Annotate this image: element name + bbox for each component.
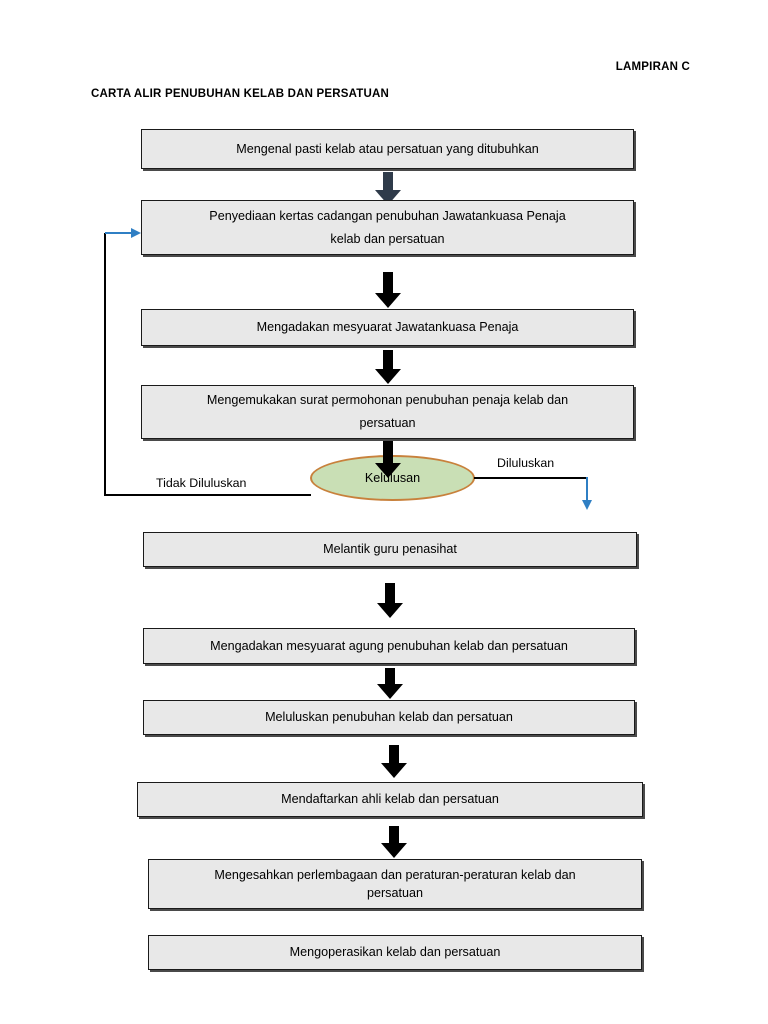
- annex-label: LAMPIRAN C: [615, 61, 690, 73]
- arrow-shaft: [383, 272, 393, 295]
- arrow-head: [375, 293, 401, 308]
- branch-label-rejected: Tidak Diluluskan: [156, 476, 247, 490]
- arrow-down-n2-n3: [375, 272, 401, 309]
- flow-node-label-line1: Mengesahkan perlembagaan dan peraturan-p…: [214, 867, 576, 882]
- flow-node-label: Melantik guru penasihat: [323, 542, 457, 557]
- arrow-shaft: [389, 826, 399, 845]
- flow-node-prepare-proposal: Penyediaan kertas cadangan penubuhan Jaw…: [141, 200, 634, 255]
- arrow-down-n3-n4: [375, 350, 401, 385]
- connector-approved-vertical: [586, 477, 588, 502]
- flow-node-approve-establishment: Meluluskan penubuhan kelab dan persatuan: [143, 700, 635, 735]
- arrow-shaft: [383, 350, 393, 371]
- arrow-head: [375, 463, 401, 478]
- arrow-head: [377, 603, 403, 618]
- arrow-shaft: [383, 441, 393, 465]
- arrow-head: [381, 843, 407, 858]
- arrow-shaft: [385, 668, 395, 686]
- arrow-shaft: [389, 745, 399, 765]
- arrow-down-n4-decision: [375, 441, 401, 479]
- flow-node-ratify-constitution: Mengesahkan perlembagaan dan peraturan-p…: [148, 859, 642, 909]
- arrow-down-n7-n8: [381, 745, 407, 778]
- flow-node-label-line2: persatuan: [366, 886, 423, 900]
- branch-label-approved: Diluluskan: [497, 456, 555, 470]
- arrow-shaft: [385, 583, 395, 605]
- arrow-down-n8-n9: [381, 826, 407, 858]
- arrow-head: [377, 684, 403, 699]
- flow-node-identify-club: Mengenal pasti kelab atau persatuan yang…: [141, 129, 634, 169]
- flow-node-committee-meeting: Mengadakan mesyuarat Jawatankuasa Penaja: [141, 309, 634, 346]
- flow-node-label-line2: persatuan: [359, 416, 416, 430]
- arrow-head: [375, 369, 401, 384]
- flow-node-general-meeting: Mengadakan mesyuarat agung penubuhan kel…: [143, 628, 635, 664]
- connector-approved-horizontal: [474, 477, 588, 480]
- flow-node-operate-club: Mengoperasikan kelab dan persatuan: [148, 935, 642, 970]
- arrow-shaft: [383, 172, 393, 192]
- flow-node-register-members: Mendaftarkan ahli kelab dan persatuan: [137, 782, 643, 817]
- page-title: CARTA ALIR PENUBUHAN KELAB DAN PERSATUAN: [91, 88, 390, 100]
- flow-node-appoint-advisor: Melantik guru penasihat: [143, 532, 637, 567]
- arrowhead-into-node2: [131, 227, 141, 238]
- arrow-down-n6-n7: [377, 668, 403, 699]
- flow-node-label-line1: Penyediaan kertas cadangan penubuhan Jaw…: [209, 208, 566, 223]
- flow-node-label-line2: kelab dan persatuan: [330, 231, 445, 246]
- arrowhead-approved-down: [581, 500, 592, 510]
- flow-node-label: Mendaftarkan ahli kelab dan persatuan: [281, 792, 499, 807]
- flow-node-label-line1: Mengemukakan surat permohonan penubuhan …: [206, 393, 569, 408]
- connector-rejected-horizontal: [104, 494, 311, 497]
- flow-node-label: Mengadakan mesyuarat Jawatankuasa Penaja: [256, 320, 519, 335]
- flow-node-label: Meluluskan penubuhan kelab dan persatuan: [265, 710, 513, 725]
- flow-node-submit-application: Mengemukakan surat permohonan penubuhan …: [141, 385, 634, 439]
- arrow-down-n5-n6: [377, 583, 403, 619]
- arrow-head: [381, 763, 407, 778]
- flow-node-label: Mengadakan mesyuarat agung penubuhan kel…: [210, 638, 568, 653]
- flow-node-label: Mengenal pasti kelab atau persatuan yang…: [236, 141, 539, 156]
- flow-node-label: Mengoperasikan kelab dan persatuan: [289, 945, 501, 960]
- connector-rejected-blue-return: [105, 232, 131, 234]
- connector-rejected-vertical: [104, 233, 107, 496]
